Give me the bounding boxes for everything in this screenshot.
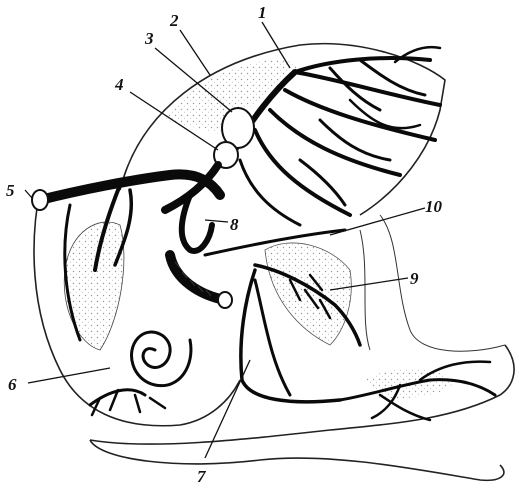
aorta	[32, 174, 220, 340]
label-1: 1	[258, 3, 267, 22]
label-4: 4	[114, 75, 124, 94]
label-3: 3	[144, 29, 154, 48]
label-6: 6	[8, 375, 17, 394]
label-9: 9	[410, 269, 419, 288]
label-10: 10	[425, 197, 443, 216]
label-5: 5	[6, 181, 15, 200]
label-8: 8	[230, 215, 239, 234]
label-2: 2	[169, 11, 179, 30]
label-7: 7	[197, 467, 207, 486]
spiral-organ	[90, 332, 191, 415]
